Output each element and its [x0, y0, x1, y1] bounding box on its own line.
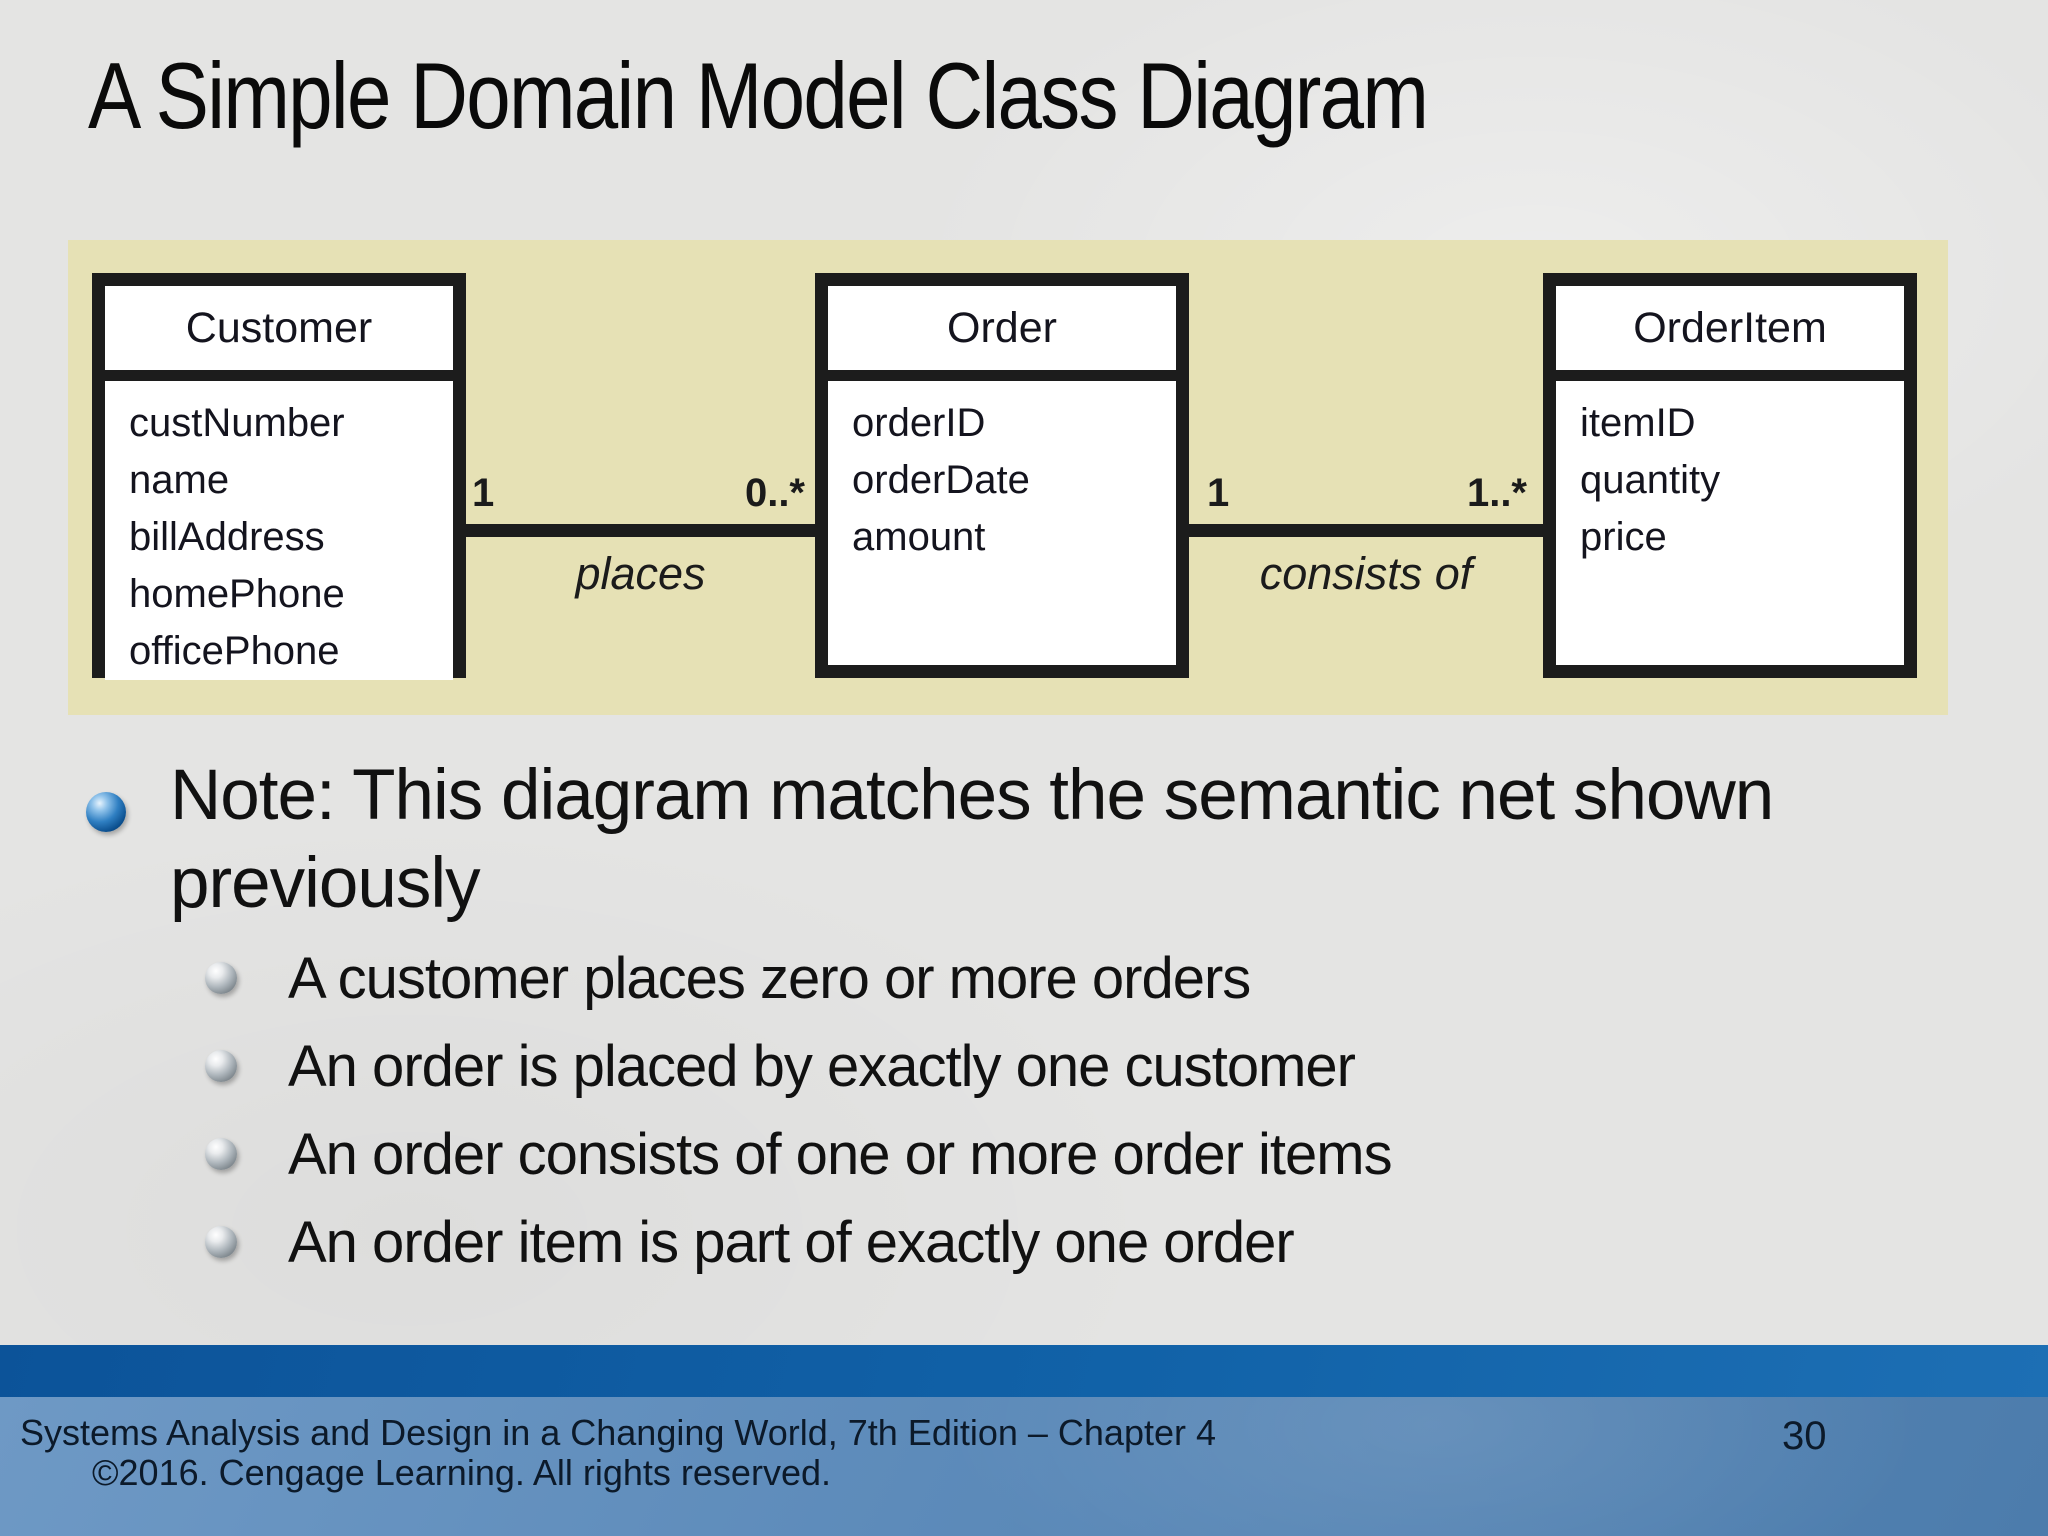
class-name: OrderItem [1556, 286, 1904, 370]
silver-sphere-bullet-icon [205, 962, 237, 994]
class-box-order: Order orderID orderDate amount [815, 273, 1189, 678]
class-attribute: custNumber [129, 401, 345, 445]
list-item: A customer places zero or more orders [0, 934, 2048, 1022]
class-attribute: orderDate [852, 458, 1030, 502]
multiplicity-order-side: 1 [1207, 471, 1230, 515]
sub-bullet-list: A customer places zero or more orders An… [0, 934, 2048, 1286]
list-item: An order is placed by exactly one custom… [0, 1022, 2048, 1110]
slide-title: A Simple Domain Model Class Diagram [88, 43, 1429, 148]
footer-accent-bar [0, 1345, 2048, 1397]
association-line-order-orderitem [1189, 524, 1543, 537]
multiplicity-order-side: 0..* [744, 471, 805, 515]
note-bullet-text: Note: This diagram matches the semantic … [170, 752, 1774, 928]
class-attributes: itemID quantity price [1556, 381, 1904, 665]
class-attribute: billAddress [129, 515, 325, 559]
sub-bullet-text: An order is placed by exactly one custom… [288, 1033, 1356, 1099]
silver-sphere-bullet-icon [205, 1050, 237, 1082]
class-attribute: homePhone [129, 572, 345, 616]
footer-citation-line1: Systems Analysis and Design in a Changin… [20, 1412, 1216, 1453]
footer-citation-line2: ©2016. Cengage Learning. All rights rese… [92, 1452, 831, 1493]
class-name: Order [828, 286, 1176, 370]
class-attributes: orderID orderDate amount [828, 381, 1176, 665]
class-attribute: name [129, 458, 230, 502]
class-attribute: orderID [852, 401, 986, 445]
class-name: Customer [105, 286, 453, 370]
association-name-consists-of: consists of [1259, 548, 1473, 599]
class-attributes: custNumber name billAddress homePhone of… [105, 381, 453, 680]
silver-sphere-bullet-icon [205, 1226, 237, 1258]
class-diagram-panel: Customer custNumber name billAddress hom… [68, 240, 1948, 715]
class-attribute: itemID [1580, 401, 1696, 445]
list-item: An order consists of one or more order i… [0, 1110, 2048, 1198]
page-number: 30 [1782, 1414, 1827, 1458]
class-attribute: officePhone [129, 629, 340, 673]
footer: Systems Analysis and Design in a Changin… [0, 1397, 2048, 1536]
note-bullet-line: Note: This diagram matches the semantic … [170, 756, 1774, 835]
class-box-orderitem: OrderItem itemID quantity price [1543, 273, 1917, 678]
note-bullet-line: previously [170, 844, 481, 923]
blue-sphere-bullet-icon [86, 792, 126, 832]
sub-bullet-text: A customer places zero or more orders [288, 945, 1251, 1011]
class-attribute: price [1580, 515, 1667, 559]
sub-bullet-text: An order item is part of exactly one ord… [288, 1209, 1295, 1275]
class-box-customer: Customer custNumber name billAddress hom… [92, 273, 466, 680]
list-item: An order item is part of exactly one ord… [0, 1198, 2048, 1286]
association-line-customer-order [466, 524, 815, 537]
sub-bullet-text: An order consists of one or more order i… [288, 1121, 1393, 1187]
class-attribute: quantity [1580, 458, 1721, 502]
association-name-places: places [575, 548, 706, 599]
silver-sphere-bullet-icon [205, 1138, 237, 1170]
multiplicity-customer-side: 1 [472, 471, 495, 515]
class-attribute: amount [852, 515, 986, 559]
multiplicity-orderitem-side: 1..* [1466, 471, 1527, 515]
